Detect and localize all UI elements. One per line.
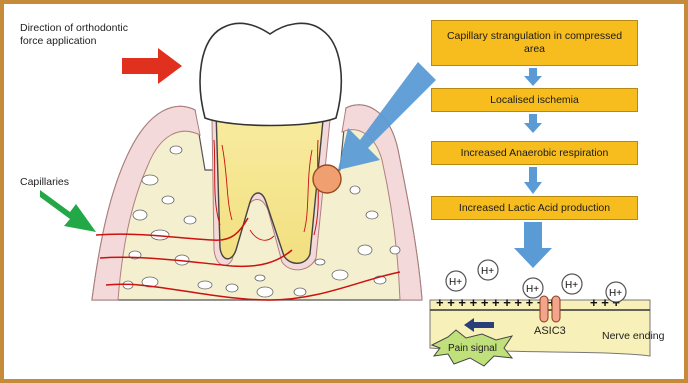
force-direction-label: Direction of orthodontic force applicati… bbox=[20, 22, 140, 48]
nerve-ending-label: Nerve ending bbox=[602, 330, 664, 343]
pain-signal-label: Pain signal bbox=[448, 343, 497, 356]
capillaries-label: Capillaries bbox=[20, 176, 69, 189]
flow-arrow-4 bbox=[514, 222, 552, 268]
flow-arrow-2 bbox=[524, 114, 542, 133]
flow-step-anaerobic-respiration: Increased Anaerobic respiration bbox=[431, 141, 638, 165]
flow-step-lactic-acid: Increased Lactic Acid production bbox=[431, 196, 638, 220]
green-pointer-arrow bbox=[40, 190, 96, 232]
flow-step-localised-ischemia: Localised ischemia bbox=[431, 88, 638, 112]
asic3-label: ASIC3 bbox=[534, 325, 566, 339]
red-force-arrow bbox=[122, 48, 182, 84]
flow-step-capillary-strangulation: Capillary strangulation in compressed ar… bbox=[431, 20, 638, 66]
ion-label-4: H+ bbox=[565, 280, 578, 291]
ion-label-2: H+ bbox=[481, 266, 494, 277]
ion-label-3: H+ bbox=[526, 284, 539, 295]
tooth-crown bbox=[200, 23, 341, 125]
flow-arrow-1 bbox=[524, 68, 542, 86]
ion-label-1: H+ bbox=[449, 277, 462, 288]
compression-zone bbox=[313, 165, 341, 193]
ion-label-5: H+ bbox=[609, 288, 622, 299]
flow-arrow-3 bbox=[524, 167, 542, 194]
